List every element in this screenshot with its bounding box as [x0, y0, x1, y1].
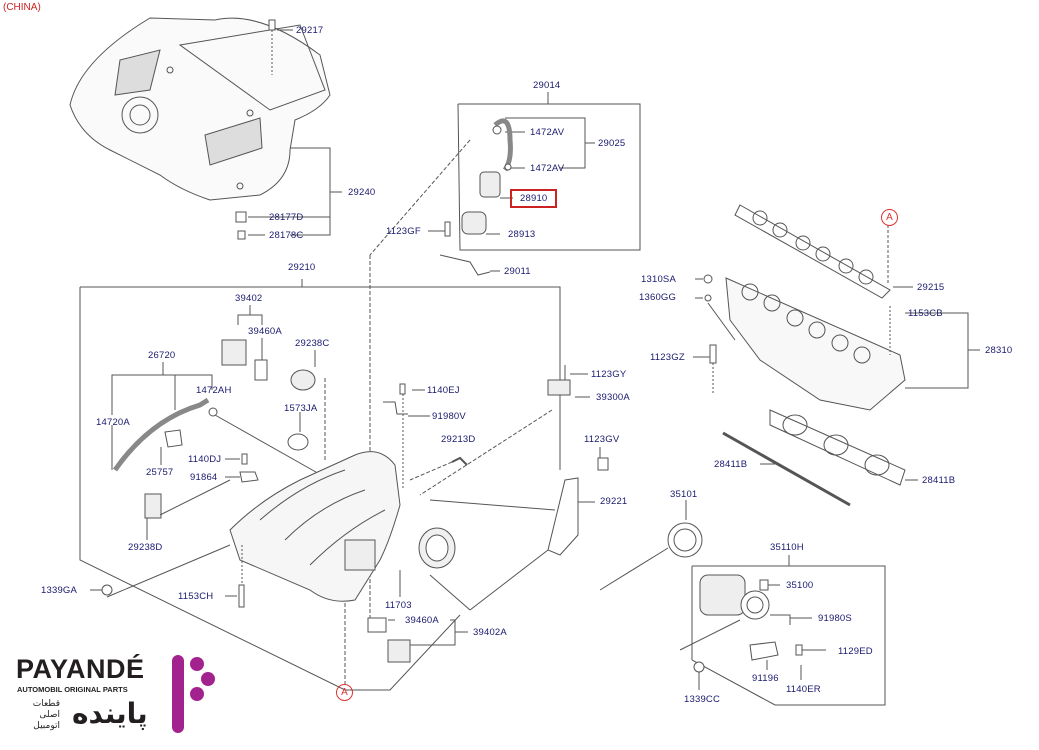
part-label-39460a-upper[interactable]: 39460A [248, 326, 282, 337]
part-label-29221[interactable]: 29221 [600, 496, 628, 507]
part-label-39402[interactable]: 39402 [235, 293, 263, 304]
part-label-35110h[interactable]: 35110H [770, 542, 804, 553]
part-label-29217[interactable]: 29217 [296, 25, 324, 36]
logo-mark-dot-2 [201, 672, 215, 686]
part-label-39402a[interactable]: 39402A [473, 627, 507, 638]
logo-mark-bar [172, 655, 184, 733]
part-label-1360gg[interactable]: 1360GG [639, 292, 677, 303]
part-label-29014[interactable]: 29014 [533, 80, 561, 91]
part-label-35100[interactable]: 35100 [786, 580, 814, 591]
part-label-1472ah[interactable]: 1472AH [196, 385, 232, 396]
part-label-1140er[interactable]: 1140ER [786, 684, 821, 695]
part-label-28177d[interactable]: 28177D [269, 212, 304, 223]
part-label-14720a[interactable]: 14720A [96, 417, 130, 428]
part-label-28411b-left[interactable]: 28411B [714, 459, 748, 470]
part-label-26720[interactable]: 26720 [148, 350, 176, 361]
logo-brand-name: PAYANDÉ [16, 654, 145, 684]
part-label-91864[interactable]: 91864 [190, 472, 218, 483]
part-label-35101[interactable]: 35101 [670, 489, 698, 500]
part-label-91980s[interactable]: 91980S [818, 613, 852, 624]
part-label-1153ch[interactable]: 1153CH [178, 591, 214, 602]
logo-persian-tagline-2: اصلی [39, 710, 60, 720]
part-label-1123gv[interactable]: 1123GV [584, 434, 620, 445]
part-label-29210[interactable]: 29210 [288, 262, 316, 273]
part-label-1153cb[interactable]: 1153CB [908, 308, 943, 319]
part-label-1339ga[interactable]: 1339GA [41, 585, 78, 596]
part-label-28310[interactable]: 28310 [985, 345, 1013, 356]
part-label-29238c[interactable]: 29238C [295, 338, 330, 349]
logo-tagline: AUTOMOBIL ORIGINAL PARTS [17, 685, 128, 694]
part-label-28411b-right[interactable]: 28411B [922, 475, 956, 486]
part-label-29238d[interactable]: 29238D [128, 542, 163, 553]
intake-gasket-drawing [734, 204, 891, 299]
part-label-29240[interactable]: 29240 [348, 187, 376, 198]
logo-persian-tagline-1: قطعات [32, 699, 60, 709]
part-label-29025[interactable]: 29025 [598, 138, 626, 149]
part-label-1123gf[interactable]: 1123GF [386, 226, 421, 237]
part-label-28910-highlighted[interactable]: 28910 [509, 189, 558, 208]
region-label: (CHINA) [3, 2, 41, 13]
part-label-29213d[interactable]: 29213D [441, 434, 476, 445]
part-label-29011[interactable]: 29011 [504, 266, 531, 277]
part-label-39460a-lower[interactable]: 39460A [405, 615, 439, 626]
logo-persian-name: پاینده [72, 697, 148, 730]
part-label-91196[interactable]: 91196 [752, 673, 779, 684]
part-label-39300a[interactable]: 39300A [596, 392, 630, 403]
part-label-1123gy[interactable]: 1123GY [591, 369, 627, 380]
engine-cover-drawing [69, 17, 331, 201]
part-label-1573ja[interactable]: 1573JA [284, 403, 318, 414]
part-label-1123gz[interactable]: 1123GZ [650, 352, 685, 363]
part-label-28913[interactable]: 28913 [508, 229, 536, 240]
reference-marker-a-top[interactable]: A [881, 209, 898, 226]
part-label-29215[interactable]: 29215 [917, 282, 945, 293]
part-label-1472av-lower[interactable]: 1472AV [530, 163, 565, 174]
throttle-body-drawing [699, 574, 770, 620]
logo-mark-dot-1 [190, 657, 204, 671]
part-label-91980v[interactable]: 91980V [432, 411, 466, 422]
part-label-28178c[interactable]: 28178C [269, 230, 304, 241]
part-label-25757[interactable]: 25757 [146, 467, 174, 478]
payande-logo: PAYANDÉ AUTOMOBIL ORIGINAL PARTS پاینده … [16, 655, 216, 740]
part-label-1339cc[interactable]: 1339CC [684, 694, 721, 705]
logo-persian-tagline-3: اتومبیل [33, 721, 60, 731]
part-label-1310sa[interactable]: 1310SA [641, 274, 677, 285]
plenum-drawing [725, 277, 906, 411]
part-label-11703[interactable]: 11703 [385, 600, 412, 611]
logo-mark-dot-3 [190, 687, 204, 701]
intake-manifold-drawing [229, 451, 456, 602]
reference-marker-a-bottom[interactable]: A [336, 684, 353, 701]
part-label-1129ed[interactable]: 1129ED [838, 646, 873, 657]
logo-persian-tagline: قطعات اصلی اتومبیل [18, 699, 60, 732]
part-label-1140dj[interactable]: 1140DJ [188, 454, 222, 465]
part-label-1140ej[interactable]: 1140EJ [427, 385, 460, 396]
part-label-1472av-upper[interactable]: 1472AV [530, 127, 565, 138]
